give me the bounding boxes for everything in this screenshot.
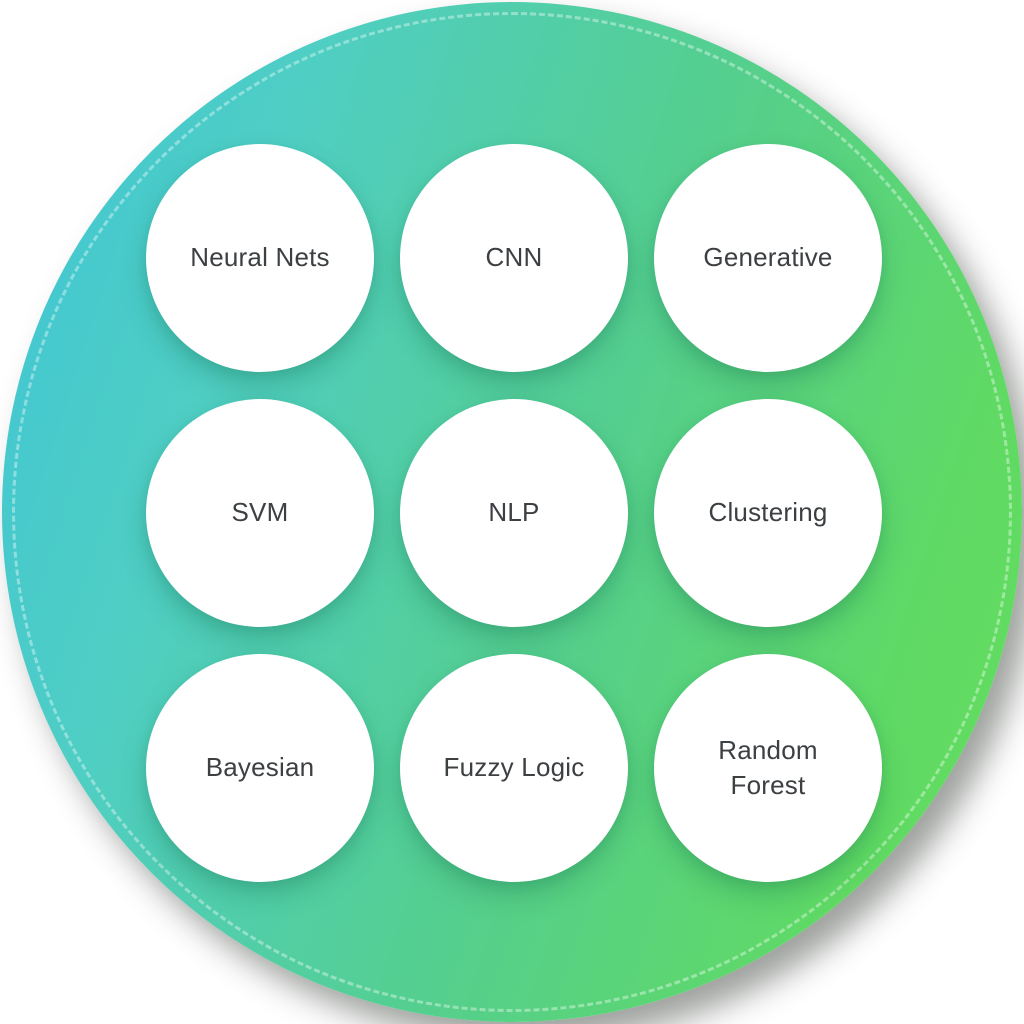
node-fuzzy-logic: Fuzzy Logic (400, 654, 628, 882)
node-label: Fuzzy Logic (443, 752, 585, 783)
node-bayesian: Bayesian (146, 654, 374, 882)
node-label: CNN (485, 242, 543, 273)
node-label: Bayesian (205, 752, 315, 783)
node-svm: SVM (146, 399, 374, 627)
node-label: Generative (703, 242, 833, 273)
node-label: Neural Nets (190, 242, 330, 273)
node-label: NLP (488, 497, 540, 528)
node-label: SVM (231, 497, 289, 528)
node-nlp: NLP (400, 399, 628, 627)
node-cnn: CNN (400, 144, 628, 372)
node-label: Clustering (708, 497, 828, 528)
node-clustering: Clustering (654, 399, 882, 627)
node-label: Random Forest (718, 734, 818, 800)
node-random-forest: Random Forest (654, 654, 882, 882)
node-neural-nets: Neural Nets (146, 144, 374, 372)
node-generative: Generative (654, 144, 882, 372)
